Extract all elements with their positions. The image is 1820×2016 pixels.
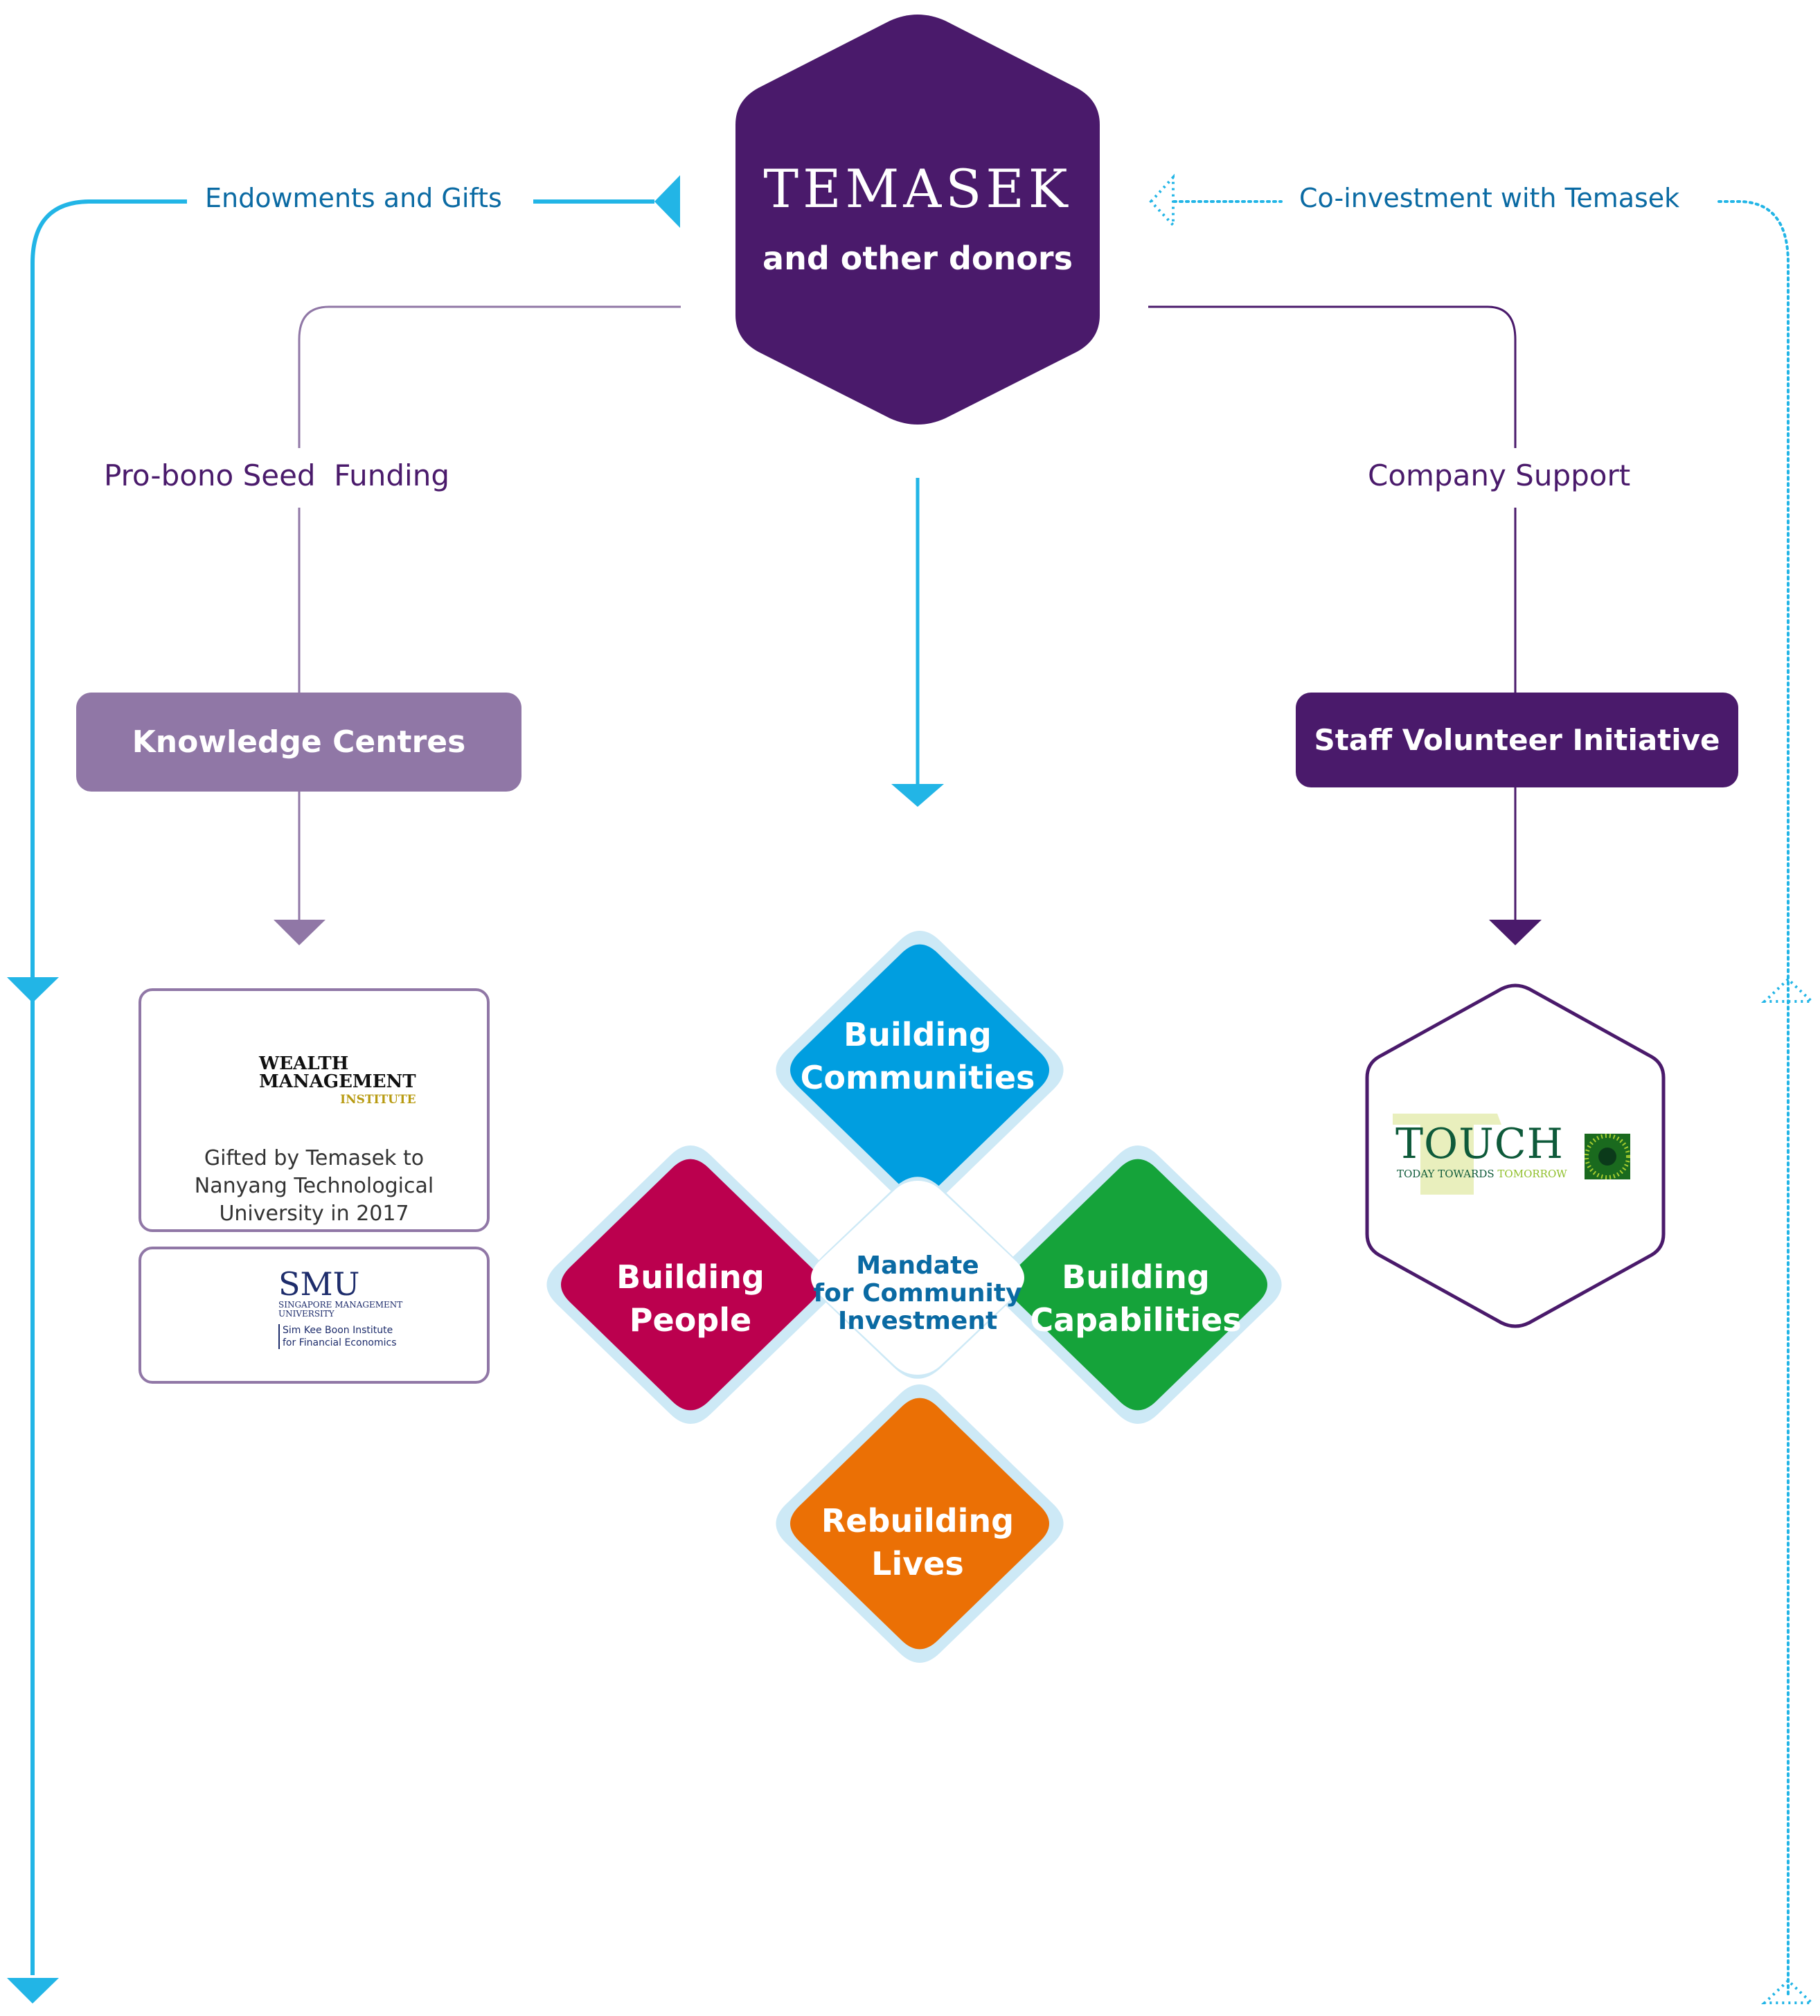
- knowledge-centres-label: Knowledge Centres: [132, 724, 466, 760]
- petal-label-capabilities: Building Capabilities: [997, 1256, 1274, 1341]
- company-support-connector-line: [1148, 305, 1517, 448]
- smu-inst2: for Financial Economics: [283, 1337, 397, 1348]
- touch-emblem-icon: [1393, 1114, 1630, 1195]
- petal-label-line: Building: [844, 1016, 992, 1053]
- temasek-hexagon: [735, 15, 1100, 425]
- wmi-line3: INSTITUTE: [340, 1093, 416, 1107]
- mandate-flower: [546, 930, 1282, 1663]
- probono-label: Pro-bono Seed Funding: [104, 458, 449, 492]
- coinvestment-label: Co-investment with Temasek: [1299, 183, 1680, 213]
- temasek-wordmark: TEMASEK: [763, 158, 1072, 220]
- wmi-caption: Gifted by Temasek to Nanyang Technologic…: [141, 1145, 487, 1228]
- wmi-caption-line: Nanyang Technological: [194, 1174, 434, 1198]
- touch-tagline-a: TODAY TOWARDS: [1397, 1168, 1495, 1180]
- touch-wordmark: TOUCH: [1395, 1120, 1564, 1168]
- petal-label-lives: Rebuilding Lives: [779, 1499, 1056, 1585]
- petal-label-line: Communities: [800, 1059, 1035, 1096]
- knowledge-centres-box: Knowledge Centres: [76, 693, 521, 792]
- wmi-logo-card: WEALTH MANAGEMENT INSTITUTE Gifted by Te…: [139, 988, 490, 1232]
- hub-title: TEMASEK: [734, 158, 1101, 220]
- touch-hexagon: [1365, 983, 1666, 1328]
- petal-label-line: Building: [1062, 1258, 1210, 1296]
- wmi-wordmark: WEALTH MANAGEMENT INSTITUTE: [259, 1055, 416, 1109]
- hub-subtitle: and other donors: [762, 240, 1073, 277]
- mandate-arrowhead-icon: [891, 784, 944, 807]
- endowments-mid-arrowhead-icon: [7, 977, 59, 1003]
- petal-label-line: Capabilities: [1030, 1301, 1242, 1339]
- petal-label-line: Building: [616, 1258, 765, 1296]
- hub-subtitle-wrap: and other donors: [734, 240, 1101, 277]
- petal-label-line: People: [629, 1301, 752, 1339]
- mandate-center-line: Mandate: [856, 1251, 979, 1280]
- petal-people: [561, 1159, 820, 1411]
- touch-tagline: TODAY TOWARDS TOMORROW: [1397, 1168, 1567, 1180]
- petal-communities: [790, 944, 1049, 1196]
- coinvestment-arrowhead-icon: [1149, 173, 1175, 229]
- mandate-center-line: Investment: [837, 1307, 998, 1335]
- mandate-center-line: for Community: [813, 1279, 1022, 1308]
- touch-tagline-b: TOMORROW: [1497, 1168, 1567, 1180]
- staff-volunteer-label: Staff Volunteer Initiative: [1314, 723, 1720, 757]
- smu-logo-card: SMU SINGAPORE MANAGEMENT UNIVERSITY Sim …: [139, 1247, 490, 1384]
- petal-label-people: Building People: [552, 1256, 829, 1341]
- knowledge-arrowhead-icon: [274, 920, 325, 945]
- smu-full1: SINGAPORE MANAGEMENT: [278, 1300, 403, 1310]
- petal-label-line: Rebuilding: [821, 1502, 1015, 1540]
- smu-wordmark: SMU SINGAPORE MANAGEMENT UNIVERSITY Sim …: [278, 1267, 402, 1349]
- smu-inst1: Sim Kee Boon Institute: [283, 1325, 393, 1336]
- smu-name: SMU: [278, 1265, 360, 1303]
- wmi-line2: MANAGEMENT: [259, 1071, 416, 1092]
- staff-arrowhead-icon: [1489, 920, 1542, 945]
- mandate-center-label: Mandate for Community Investment: [807, 1252, 1028, 1335]
- endowments-arrowhead-icon: [654, 175, 680, 228]
- wmi-caption-line: University in 2017: [219, 1202, 409, 1226]
- company-support-label: Company Support: [1368, 458, 1631, 492]
- probono-connector-line: [298, 305, 681, 448]
- petal-capabilities: [1008, 1159, 1267, 1411]
- smu-institute: Sim Kee Boon Institute for Financial Eco…: [278, 1324, 402, 1349]
- mandate-center: [811, 1181, 1024, 1375]
- endowments-end-arrowhead-icon: [7, 1978, 59, 2004]
- coinvestment-flow-line: [1718, 200, 1790, 1996]
- petal-label-line: Lives: [871, 1545, 964, 1582]
- petal-label-communities: Building Communities: [779, 1013, 1056, 1099]
- petal-lives: [790, 1398, 1049, 1650]
- staff-volunteer-box: Staff Volunteer Initiative: [1296, 693, 1738, 787]
- endowments-label: Endowments and Gifts: [205, 183, 502, 213]
- smu-full2: UNIVERSITY: [278, 1309, 334, 1319]
- endowments-flow-line: [30, 199, 187, 1975]
- wmi-line1: WEALTH: [259, 1053, 349, 1074]
- wmi-caption-line: Gifted by Temasek to: [204, 1146, 425, 1170]
